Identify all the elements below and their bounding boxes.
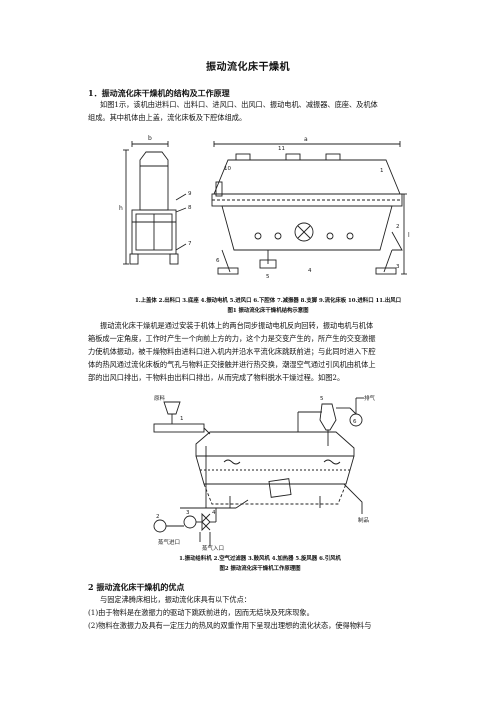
fig2-label-6: 6: [353, 419, 357, 425]
fig1-label-4: 4: [308, 268, 312, 274]
fig2-label-1: 1: [180, 416, 184, 422]
fig2-caption-parts: 1.振动给料机 2.空气过滤器 3.鼓风机 4.加热器 5.旋风器 6.引风机: [179, 556, 341, 562]
fig2-label-4: 4: [212, 510, 216, 516]
fig1-front-view: [211, 141, 407, 275]
section1-para2-line5: 部的出风口排出，干物料由出料口排出，从而完成了物料脱水干燥过程。如图2。: [88, 373, 345, 382]
document-title: 振动流化床干燥机: [206, 62, 290, 73]
fig1-label-7: 7: [188, 241, 192, 247]
section2-heading: 2 振动流化床干燥机的优点: [88, 582, 185, 592]
fig1-caption-title: 图1 振动流化床干燥机结构示意图: [227, 308, 309, 314]
fig1-label-6: 6: [216, 258, 220, 264]
fig1-label-1: 1: [380, 168, 384, 174]
fig1-label-l: l: [408, 232, 410, 239]
fig1-side-view: [123, 141, 187, 265]
section1-heading: 1．振动流化床干燥机的结构及工作原理: [88, 88, 230, 98]
section1-para2-line4: 体的热风通过流化床板的气孔与物料正交接触并进行热交换，潮湿空气通过引风机由机体上: [88, 360, 376, 369]
fig2-label-3: 3: [186, 510, 190, 516]
fig1-label-8: 8: [188, 205, 192, 211]
section2-intro: 与固定沸腾床相比，振动流化床具有以下优点：: [100, 595, 251, 604]
section1-para2-line1: 振动流化床干燥机是通过安装于机体上的两台同步振动电机反向回转，振动电机与机体: [100, 321, 374, 330]
figure2-working-principle: 原料 排气 制品 蒸气进口 蒸气入口 1 2 3 4 5 6: [153, 394, 376, 552]
fig2-label-steam-out: 蒸气入口: [202, 544, 224, 552]
fig1-label-10: 10: [224, 166, 231, 172]
fig2-label-product: 制品: [358, 516, 370, 524]
fig1-caption-parts: 1.上盖体 2.出料口 3.底座 4.振动电机 5.进风口 6.下腔体 7.减振…: [134, 298, 402, 304]
fig1-label-2: 2: [396, 224, 400, 230]
fig2-process-flow: [153, 397, 364, 546]
figure1-dryer-structure: b h 9 8 7: [119, 135, 410, 280]
section1-para2-line2: 箱板成一定角度，工作时产生一个向前上方的力，这个力是交变产生的，所产生的交变激振: [88, 334, 376, 343]
fig1-label-5: 5: [266, 274, 270, 280]
section1-para1-line2: 组成。其中机体由上盖，流化床板及下腔体组成。: [88, 113, 247, 122]
fig2-caption-title: 图2 振动流化床干燥机工作原理图: [219, 566, 301, 572]
fig2-label-2: 2: [156, 514, 160, 520]
fig1-label-a: a: [304, 136, 308, 143]
fig1-label-3: 3: [396, 264, 400, 270]
section1-para1-line1: 如图1示，该机由进料口、出料口、进风口、出风口、振动电机、减振器、底座、及机体: [100, 100, 378, 109]
section2-item1: (1)由于物料是在激振力的驱动下跳跃前进的，因而无结块及死床现象。: [88, 608, 314, 617]
fig1-label-9: 9: [188, 191, 192, 197]
fig2-label-5: 5: [320, 396, 324, 402]
fig2-label-feed: 原料: [154, 394, 166, 402]
section1-para2-line3: 力使机体振动，被干燥物料由进料口进入机内并沿水平流化床跳跃前进；与此同时进入下腔: [88, 347, 376, 356]
fig1-label-11: 11: [278, 146, 285, 152]
fig1-label-h: h: [119, 205, 123, 212]
fig2-label-steam-in: 蒸气进口: [158, 538, 180, 546]
fig2-label-exhaust: 排气: [364, 394, 376, 402]
fig1-label-b: b: [148, 135, 152, 142]
section2-item2: (2)物料在激振力及具有一定压力的热风的双重作用下呈现出理想的流化状态，使得物料…: [88, 621, 372, 630]
